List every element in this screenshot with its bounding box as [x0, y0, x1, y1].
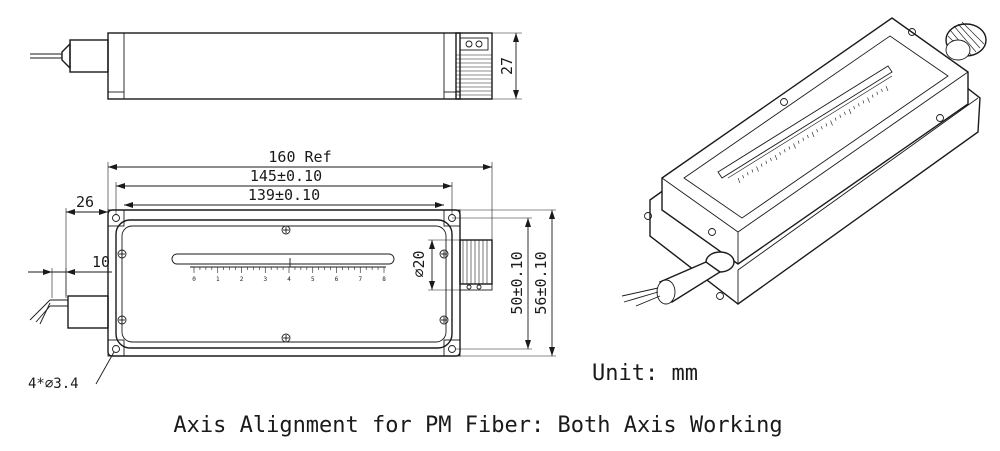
scale-tick-label: 0	[192, 276, 196, 283]
unit-label: Unit: mm	[592, 361, 698, 386]
iso-scale-tick	[881, 88, 883, 92]
scale-tick-label: 5	[311, 276, 315, 283]
height-dim-label: 27	[498, 57, 516, 75]
dim-10	[28, 268, 112, 298]
iso-scale-tick	[811, 131, 815, 138]
iso-scale-tick	[742, 175, 744, 179]
iso-scale-tick	[737, 177, 741, 184]
fiber-input	[29, 295, 109, 329]
iso-scale-tick	[779, 152, 781, 156]
scale-labels: 0 1 2 3 4 5 6 7 8	[192, 276, 386, 283]
side-view	[30, 32, 522, 100]
iso-scale-tick	[807, 134, 809, 138]
dim-145-label: 145±0.10	[250, 167, 322, 185]
dim-160	[107, 162, 493, 240]
scale-tick-label: 2	[240, 276, 244, 283]
top-view	[107, 209, 461, 357]
iso-scale-tick	[825, 123, 828, 127]
dim-26	[65, 208, 108, 296]
dim-50-56	[452, 209, 556, 357]
iso-scale-tick	[834, 117, 837, 121]
dim-56-label: 56±0.10	[532, 251, 550, 314]
iso-scale-tick	[867, 97, 870, 103]
iso-scale-tick	[830, 120, 833, 126]
dim-holes-label: 4*∅3.4	[28, 376, 79, 392]
iso-scale-tick	[820, 126, 823, 130]
iso-scale-tick	[793, 143, 796, 149]
scale-tick-label: 1	[216, 276, 220, 283]
scale-tick-label: 6	[335, 276, 339, 283]
iso-scale-tick	[885, 85, 889, 92]
rotation-knob	[459, 239, 493, 291]
dim-26-label: 26	[76, 193, 94, 211]
dim-10-label: 10	[92, 253, 110, 271]
scale-tick-label: 7	[358, 276, 362, 283]
dim-145	[115, 182, 453, 214]
iso-scale-tick	[802, 137, 805, 141]
dim-holes	[95, 351, 115, 385]
dim-knob-label: ∅20	[410, 250, 428, 277]
dim-139	[124, 202, 444, 208]
iso-scale-tick	[816, 129, 818, 133]
iso-scale-tick	[788, 146, 791, 150]
dim-50-label: 50±0.10	[508, 251, 526, 314]
iso-scale-tick	[848, 108, 852, 115]
scale-tick-label: 3	[263, 276, 267, 283]
iso-scale-tick	[760, 163, 763, 167]
scale-tick-label: 8	[382, 276, 386, 283]
iso-scale-tick	[756, 166, 759, 172]
scale-tick-label: 4	[287, 276, 291, 283]
iso-scale-tick	[746, 172, 749, 176]
iso-scale-tick	[857, 103, 860, 107]
iso-scale-tick	[844, 111, 846, 115]
iso-scale-tick	[797, 140, 800, 144]
dim-160-label: 160 Ref	[268, 148, 331, 166]
figure-caption: Axis Alignment for PM Fiber: Both Axis W…	[173, 413, 782, 438]
iso-scale-tick	[862, 100, 865, 104]
iso-scale-tick	[765, 160, 768, 164]
dim-139-label: 139±0.10	[248, 186, 320, 204]
iso-scale-tick	[871, 94, 874, 98]
dim-knob	[428, 239, 460, 291]
iso-scale-tick	[839, 114, 842, 118]
iso-scale-tick	[853, 106, 855, 110]
iso-scale-tick	[751, 169, 754, 173]
iso-scale-tick	[876, 91, 879, 95]
iso-scale-tick	[774, 154, 778, 161]
iso-scale-tick	[783, 149, 786, 153]
isometric-view	[621, 17, 987, 307]
iso-scale-tick	[770, 157, 772, 161]
